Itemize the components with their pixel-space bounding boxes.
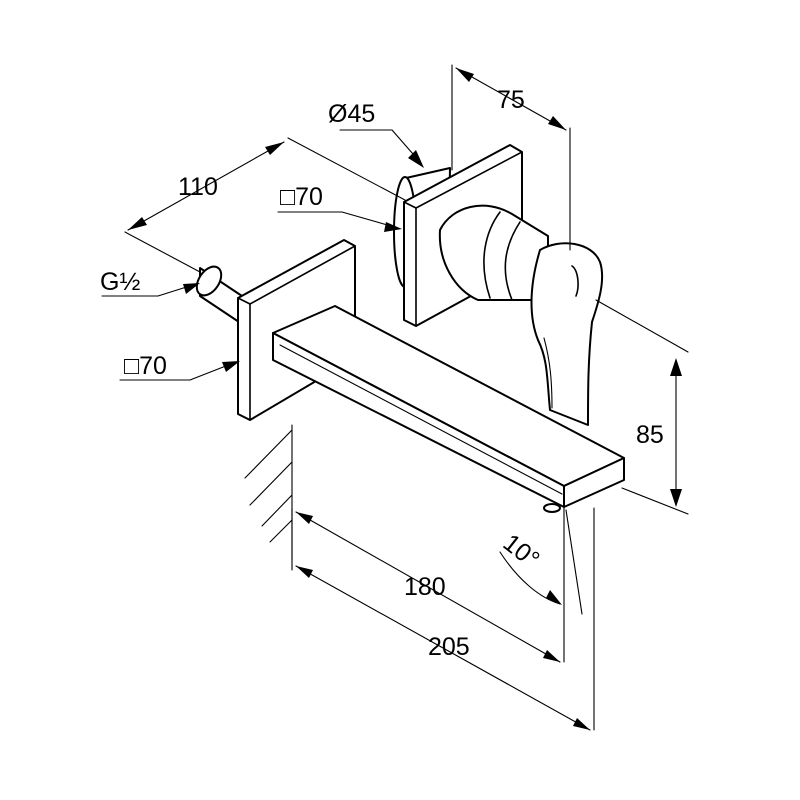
thread-label-text: G½	[100, 268, 140, 296]
dim-110-label: 110	[178, 173, 218, 201]
dim-85: 85	[595, 299, 689, 515]
dim-180: 180	[291, 507, 561, 663]
dim-sq70-left-label: □70	[124, 352, 167, 380]
thread-label: G½	[100, 268, 200, 297]
dim-205: 205	[295, 507, 595, 731]
angle-10: 10°	[498, 507, 583, 663]
dim-d45-label: Ø45	[328, 100, 375, 128]
dim-75: 75	[451, 64, 571, 251]
dim-d45: Ø45	[328, 100, 424, 168]
dim-75-label: 75	[497, 86, 525, 114]
dim-205-label: 205	[428, 633, 470, 661]
spout	[272, 305, 625, 513]
dim-85-label: 85	[636, 421, 664, 449]
angle-10-label: 10°	[498, 529, 545, 574]
dim-sq70-top: □70	[277, 183, 402, 232]
dim-180-label: 180	[404, 573, 446, 601]
mixer-lever	[530, 242, 604, 426]
dim-sq70-left: □70	[119, 352, 240, 381]
dim-sq70-top-label: □70	[280, 183, 323, 211]
dim-110: 110	[124, 137, 406, 273]
pipe-connector	[195, 265, 249, 329]
wall-hatching	[244, 424, 293, 561]
